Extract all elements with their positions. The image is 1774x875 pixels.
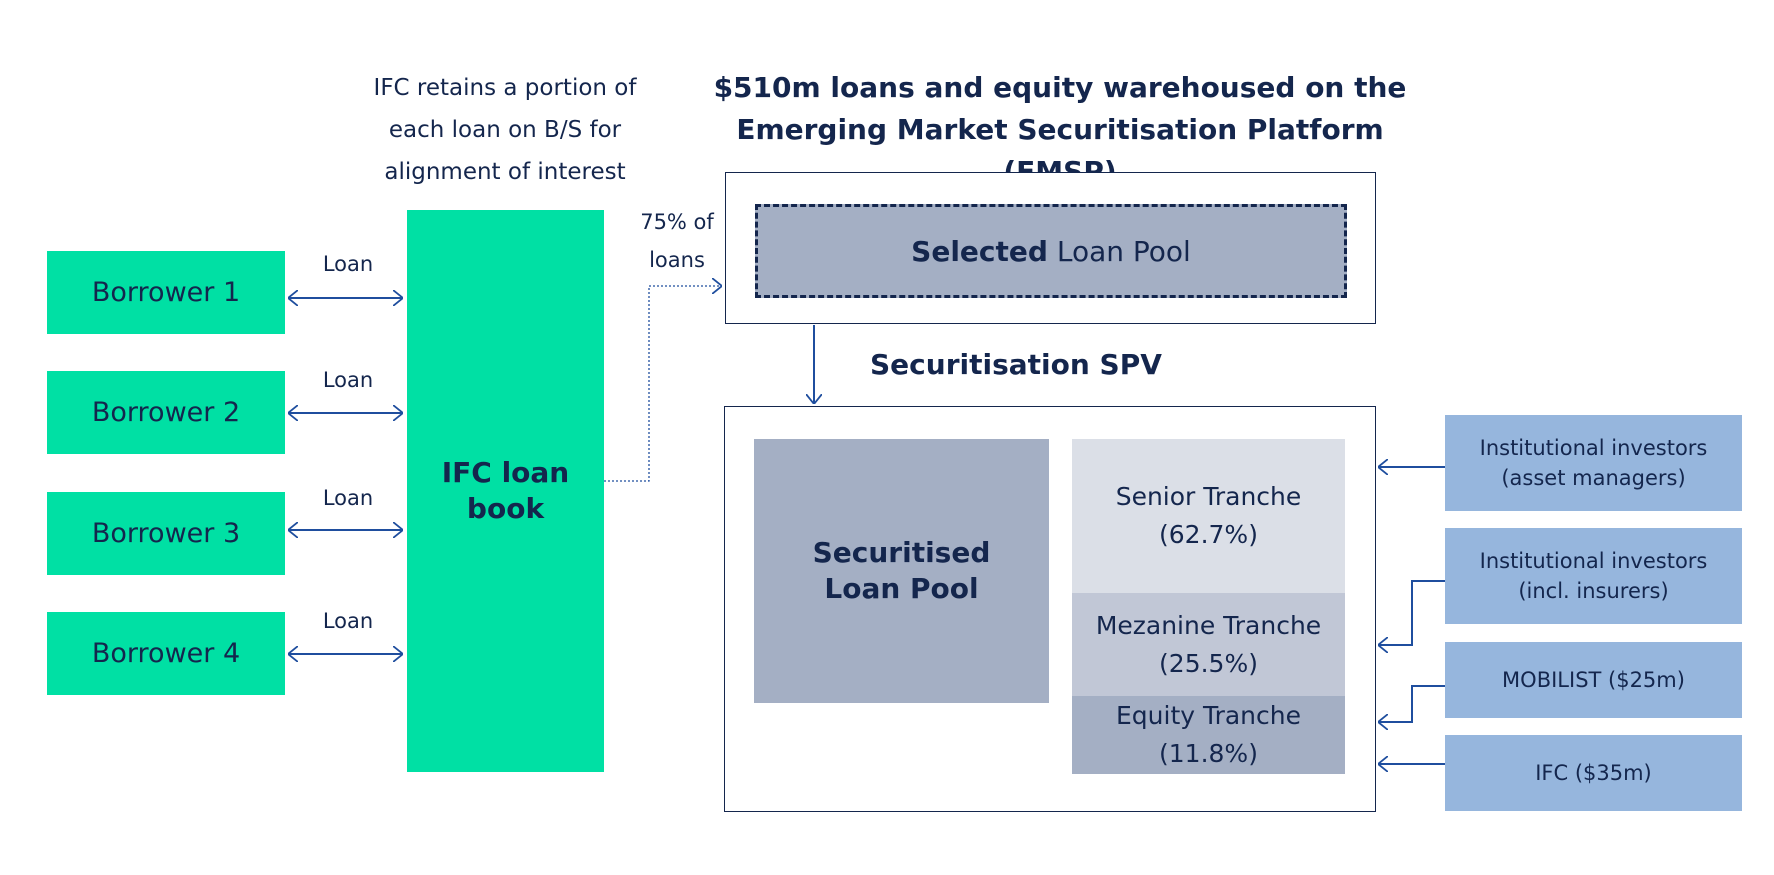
ifc-loan-book-line2: book: [466, 492, 545, 525]
equity-tranche: Equity Tranche (11.8%): [1072, 696, 1345, 774]
selected-loan-pool: Selected Loan Pool: [755, 204, 1347, 298]
investor-asset-managers-line1: Institutional investors: [1479, 436, 1708, 460]
selected-loan-pool-rest: Loan Pool: [1047, 234, 1191, 268]
retain-note: IFC retains a portion of each loan on B/…: [355, 67, 655, 193]
loan-label-4: Loan: [322, 609, 374, 633]
transfer-note-line1: 75% of: [640, 210, 714, 234]
senior-tranche-pct: (62.7%): [1159, 520, 1258, 549]
securitised-loan-pool-line2: Loan Pool: [824, 572, 979, 605]
investor-arrow-3: [1378, 685, 1445, 722]
borrower-1-label: Borrower 1: [91, 277, 241, 308]
senior-tranche: Senior Tranche (62.7%): [1072, 439, 1345, 593]
spv-title: Securitisation SPV: [870, 348, 1162, 381]
borrower-2-box: Borrower 2: [47, 371, 285, 454]
investor-insurers: Institutional investors (incl. insurers): [1445, 528, 1742, 624]
investor-ifc: IFC ($35m): [1445, 735, 1742, 811]
transfer-note-line2: loans: [649, 248, 705, 272]
transfer-dotted-arrow: [604, 286, 722, 482]
borrower-3-box: Borrower 3: [47, 492, 285, 575]
investor-arrow-2: [1378, 580, 1445, 645]
senior-tranche-name: Senior Tranche: [1115, 482, 1302, 511]
equity-tranche-name: Equity Tranche: [1115, 701, 1301, 730]
mezanine-tranche: Mezanine Tranche (25.5%): [1072, 593, 1345, 696]
securitised-loan-pool: Securitised Loan Pool: [754, 439, 1049, 703]
mezanine-tranche-name: Mezanine Tranche: [1095, 610, 1322, 640]
loan-label-2: Loan: [322, 368, 374, 392]
borrower-3-label: Borrower 3: [91, 518, 241, 549]
retain-note-line2: each loan on B/S for: [388, 117, 622, 143]
mezanine-tranche-pct: (25.5%): [1159, 648, 1258, 678]
borrower-2-label: Borrower 2: [91, 397, 241, 428]
investor-insurers-line2: (incl. insurers): [1518, 579, 1669, 603]
investor-asset-managers-line2: (asset managers): [1501, 466, 1686, 490]
transfer-note: 75% of loans: [632, 203, 722, 279]
equity-tranche-pct: (11.8%): [1159, 739, 1258, 768]
emsp-title: $510m loans and equity warehoused on the…: [690, 67, 1430, 193]
investor-mobilist: MOBILIST ($25m): [1445, 642, 1742, 718]
loan-label-3: Loan: [322, 486, 374, 510]
investor-insurers-line1: Institutional investors: [1479, 549, 1708, 573]
selected-loan-pool-bold: Selected: [911, 234, 1048, 268]
borrower-1-box: Borrower 1: [47, 251, 285, 334]
investor-mobilist-label: MOBILIST ($25m): [1502, 668, 1685, 692]
investor-ifc-label: IFC ($35m): [1535, 761, 1652, 785]
ifc-loan-book-line1: IFC loan: [441, 456, 570, 490]
borrower-4-label: Borrower 4: [91, 638, 241, 669]
retain-note-line3: alignment of interest: [384, 159, 626, 185]
emsp-title-line1: $510m loans and equity warehoused on the: [713, 71, 1407, 104]
ifc-loan-book: IFC loan book: [407, 210, 604, 772]
retain-note-line1: IFC retains a portion of: [373, 75, 637, 101]
emsp-title-line2: Emerging Market Securitisation Platform …: [736, 113, 1384, 188]
investor-asset-managers: Institutional investors (asset managers): [1445, 415, 1742, 511]
securitised-loan-pool-line1: Securitised: [812, 535, 991, 569]
borrower-4-box: Borrower 4: [47, 612, 285, 695]
loan-label-1: Loan: [322, 252, 374, 276]
